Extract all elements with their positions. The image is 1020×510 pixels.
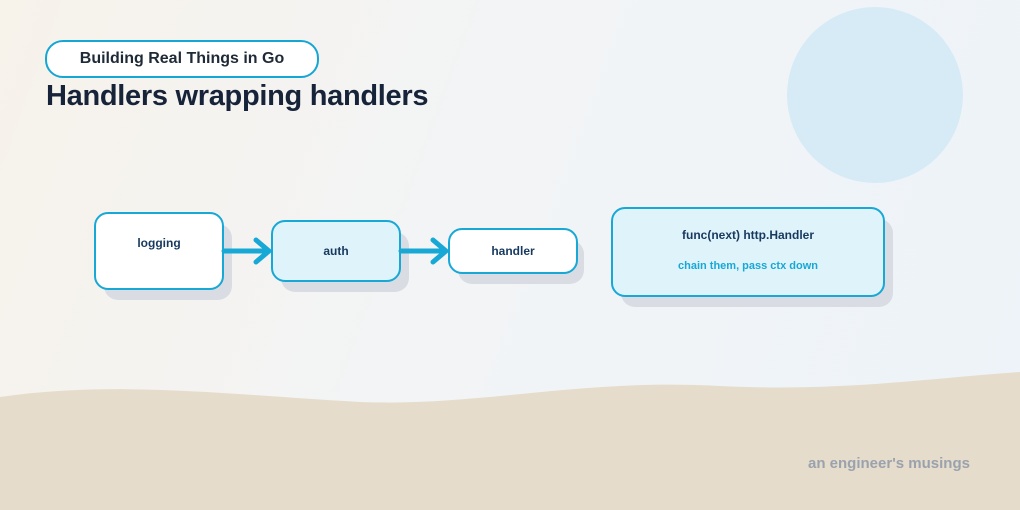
signature-note-box: func(next) http.Handler chain them, pass… — [611, 207, 885, 297]
node-label: handler — [491, 244, 535, 258]
decorative-circle — [787, 7, 963, 183]
auth-middleware-node: auth — [271, 220, 401, 282]
logging-middleware-node: logging — [94, 212, 224, 290]
footer-signature: an engineer's musings — [808, 455, 970, 472]
note-subtitle: chain them, pass ctx down — [678, 260, 818, 272]
series-badge: Building Real Things in Go — [45, 40, 319, 78]
node-label: logging — [137, 236, 181, 250]
node-label: auth — [323, 244, 349, 258]
page-title: Handlers wrapping handlers — [46, 80, 429, 112]
handler-node: handler — [448, 228, 578, 274]
note-title: func(next) http.Handler — [682, 228, 814, 242]
